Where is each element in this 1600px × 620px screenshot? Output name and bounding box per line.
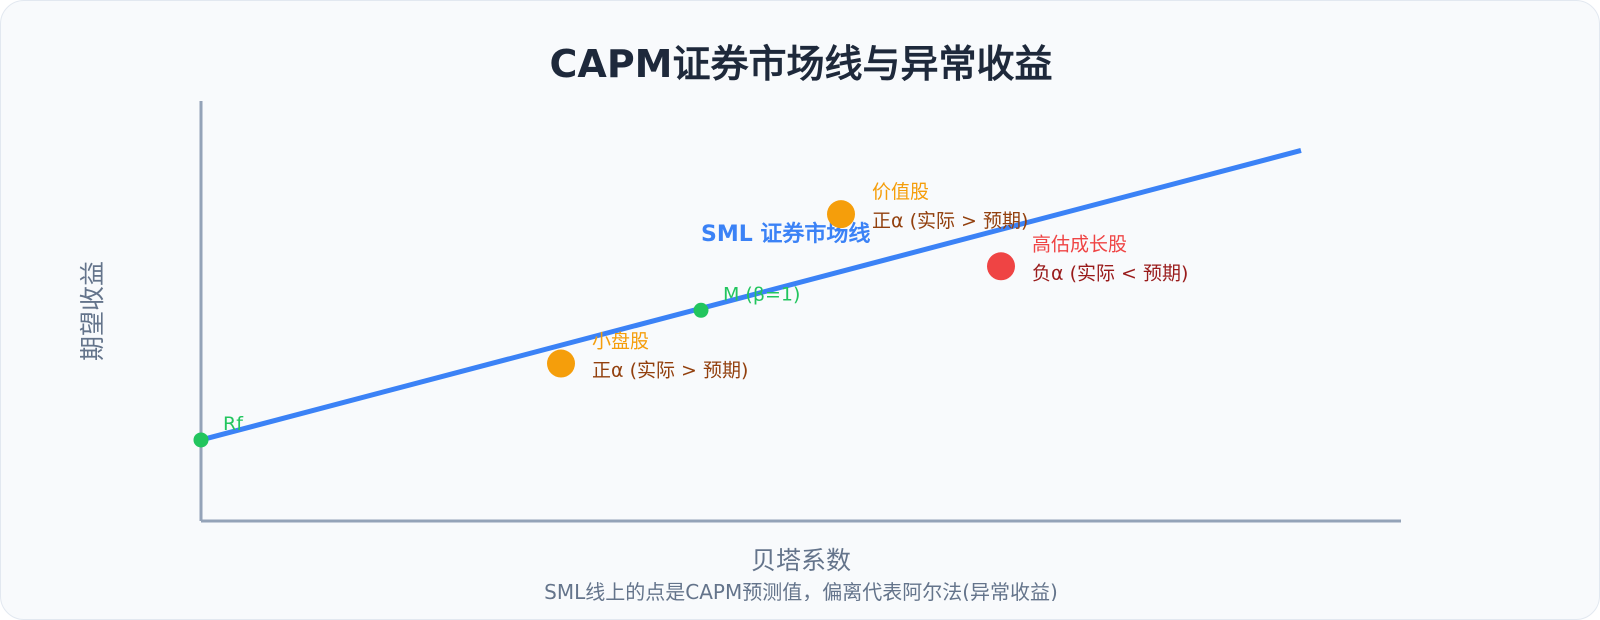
- point-note-small-cap: 正α (实际 > 预期): [592, 360, 748, 382]
- chart-caption: SML线上的点是CAPM预测值，偏离代表阿尔法(异常收益): [544, 580, 1058, 601]
- point-label-rf: Rf: [223, 413, 244, 435]
- point-marker-growth: [987, 252, 1015, 281]
- point-note-growth: 负α (实际 < 预期): [1032, 262, 1188, 284]
- y-axis-label: 期望收益: [78, 261, 107, 361]
- point-rf: Rf: [193, 413, 244, 448]
- point-label-growth: 高估成长股: [1032, 233, 1127, 255]
- x-axis-label: 贝塔系数: [751, 546, 851, 575]
- point-label-small-cap: 小盘股: [592, 331, 649, 353]
- point-label-market: M (β=1): [723, 283, 800, 305]
- point-marker-value: [827, 200, 855, 229]
- capm-chart: CAPM证券市场线与异常收益 期望收益 贝塔系数 SML线上的点是CAPM预测值…: [78, 42, 1401, 601]
- point-market: M (β=1): [693, 283, 800, 318]
- point-note-value: 正α (实际 > 预期): [872, 210, 1028, 232]
- point-marker-market: [693, 302, 709, 318]
- chart-title: CAPM证券市场线与异常收益: [550, 42, 1053, 86]
- point-marker-small-cap: [547, 349, 575, 378]
- point-marker-rf: [193, 432, 209, 448]
- sml-line: [200, 148, 1302, 443]
- point-label-value: 价值股: [872, 181, 929, 203]
